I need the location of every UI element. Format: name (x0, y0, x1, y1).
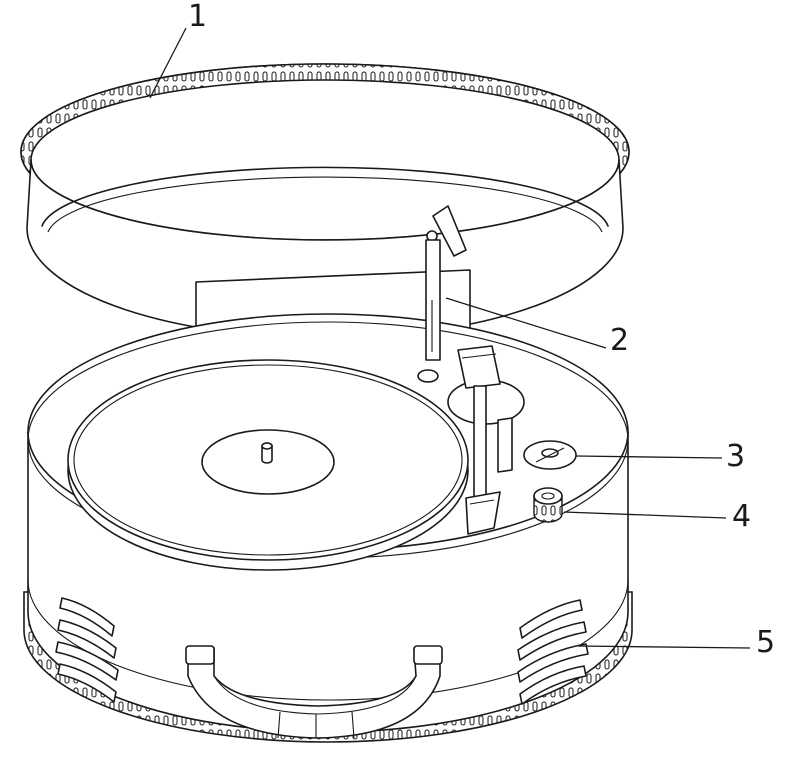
handle-grip (187, 647, 441, 739)
callout-5: 5 (756, 625, 775, 660)
volume-knob-top (533, 487, 563, 505)
tonearm-counterweight (457, 345, 501, 389)
grille-slot (59, 597, 115, 637)
handle-edge (213, 675, 417, 715)
platter (67, 359, 469, 571)
grille-slot (519, 665, 587, 705)
grille-slot (519, 599, 583, 639)
handle-hinge-right (413, 645, 443, 665)
lid-rim-inner (30, 79, 620, 241)
grille-slot (57, 619, 117, 659)
grille-slot (517, 621, 587, 661)
grille-slot (517, 643, 589, 683)
cue-lever (417, 369, 439, 383)
headshell-detail (469, 499, 495, 505)
tonearm-tube (473, 385, 487, 501)
leader-1 (149, 27, 187, 99)
handle-grip-lines (277, 711, 355, 739)
lid (20, 63, 630, 339)
lid-stay-top (432, 205, 467, 257)
leader-2 (445, 297, 607, 349)
speed-adapter-hub (541, 448, 559, 458)
lid-inner-lip (41, 166, 609, 227)
spindle-top (261, 442, 273, 450)
callout-4: 4 (732, 499, 751, 534)
callout-labels: 1 2 3 4 5 (188, 0, 775, 660)
left-grille (55, 597, 119, 703)
leader-4 (563, 511, 727, 519)
callout-1: 1 (188, 0, 207, 34)
leader-5 (577, 645, 751, 649)
grille-slot (55, 641, 119, 681)
right-grille (517, 599, 589, 705)
leader-lines (149, 27, 751, 649)
lid-stay-rod (425, 239, 441, 361)
tonearm-assembly (417, 205, 525, 535)
speed-adapter-slot (535, 447, 565, 463)
volume-knob-cap (541, 492, 555, 500)
base-seam (27, 579, 629, 701)
callout-3: 3 (726, 439, 745, 474)
callout-2: 2 (610, 323, 629, 358)
tonearm-rest-post (497, 417, 513, 473)
leader-3 (575, 455, 723, 459)
speaker-grilles (55, 597, 589, 705)
platter-inner-edge (73, 364, 463, 556)
lid-inner-lip-2 (47, 176, 603, 233)
headshell (465, 491, 501, 535)
carry-handle (185, 645, 443, 739)
lid-wall (26, 159, 624, 339)
handle-hinge-left (185, 645, 215, 665)
grille-slot (57, 663, 117, 703)
counterweight-line (461, 353, 497, 359)
controls (523, 440, 577, 523)
